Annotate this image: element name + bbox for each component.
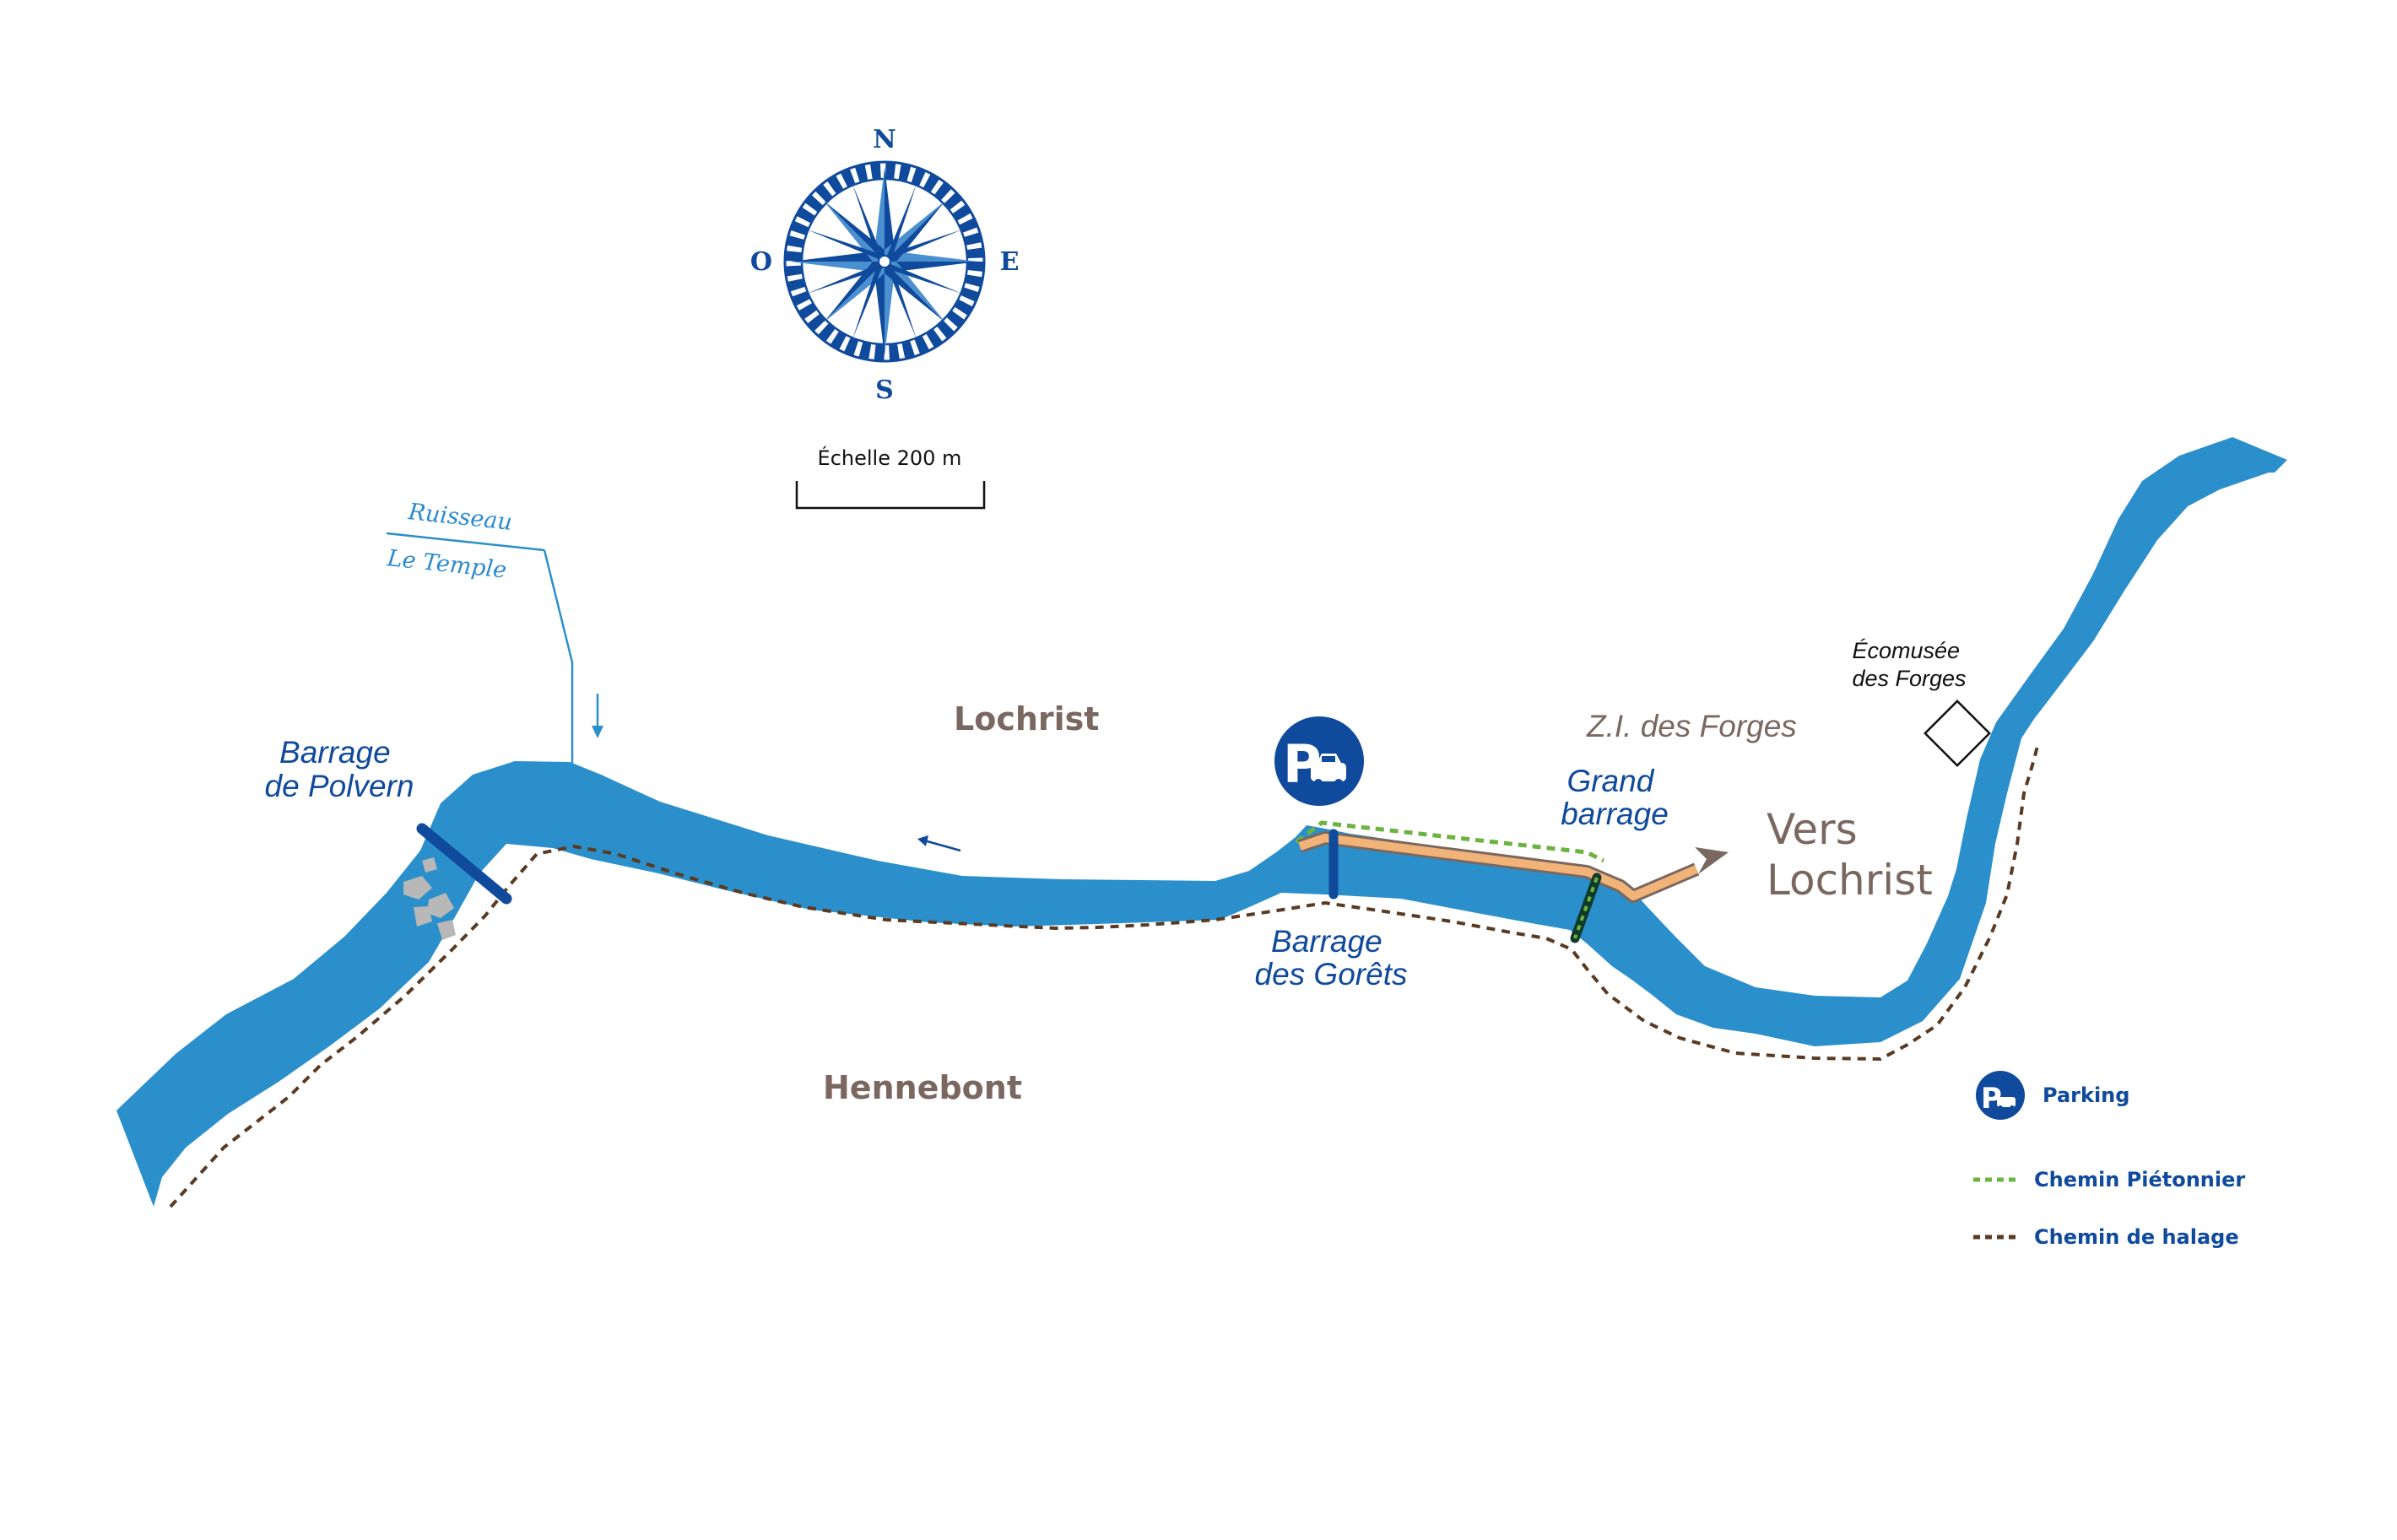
compass-east: E xyxy=(1000,247,1020,277)
route-arrow-icon xyxy=(1695,847,1729,874)
town-lochrist: Lochrist xyxy=(954,700,1099,738)
dam-grand-label: Grand barrage xyxy=(1561,764,1669,831)
dam-grand-label-1: Grand xyxy=(1566,764,1654,798)
dam-polvern-label-2: de Polvern xyxy=(265,769,414,803)
scale-label: Échelle 200 m xyxy=(818,446,962,470)
river-flow-arrow xyxy=(917,835,961,852)
arrow-left-icon xyxy=(917,835,928,846)
legend-towpath-label: Chemin de halage xyxy=(2034,1225,2239,1249)
legend-pedestrian-label: Chemin Piétonnier xyxy=(2034,1168,2245,1191)
dam-polvern-label-1: Barrage xyxy=(279,735,391,770)
legend: P Parking Chemin Piétonnier Chemin de ha… xyxy=(1973,1071,2245,1249)
museum-building-icon xyxy=(1924,700,1991,767)
compass-north: N xyxy=(873,125,895,154)
dam-gorets-label-2: des Gorêts xyxy=(1255,957,1408,992)
scale-bar xyxy=(795,481,986,510)
stream-label-1: Ruisseau xyxy=(406,499,513,536)
dam-gorets-label: Barrage des Gorêts xyxy=(1255,924,1408,992)
industrial-zone-label: Z.I. des Forges xyxy=(1586,709,1797,743)
stream-label-2: Le Temple xyxy=(385,545,507,584)
compass-west: O xyxy=(750,247,772,277)
rocks xyxy=(403,857,456,940)
compass-south: S xyxy=(875,376,894,405)
dam-gorets-label-1: Barrage xyxy=(1271,924,1382,959)
route-to-lochrist xyxy=(1298,834,1698,900)
ecomusee-label-2: des Forges xyxy=(1852,666,1966,691)
river-blavet xyxy=(116,437,2287,1207)
direction-label-2: Lochrist xyxy=(1767,856,1933,905)
compass-rose-icon xyxy=(783,160,986,363)
stream-le-temple: Ruisseau Le Temple xyxy=(385,499,603,764)
direction-label: Vers Lochrist xyxy=(1767,805,1933,905)
legend-parking-label: Parking xyxy=(2043,1083,2129,1107)
arrow-down-icon xyxy=(592,726,603,738)
dam-grand-barrage xyxy=(1570,873,1602,943)
direction-label-1: Vers xyxy=(1767,805,1858,854)
ecomusee-label-1: Écomusée xyxy=(1852,638,1960,663)
dam-grand-label-2: barrage xyxy=(1561,797,1669,831)
town-hennebont: Hennebont xyxy=(823,1069,1022,1106)
dam-polvern xyxy=(416,823,512,905)
dam-polvern-label: Barrage de Polvern xyxy=(265,735,414,803)
legend-parking-icon: P xyxy=(1976,1071,2025,1120)
parking-marker[interactable]: P xyxy=(1274,716,1364,806)
pedestrian-path xyxy=(1295,820,1605,863)
ecomusee-label: Écomusée des Forges xyxy=(1852,638,1966,691)
towpath-west xyxy=(169,742,2040,1208)
